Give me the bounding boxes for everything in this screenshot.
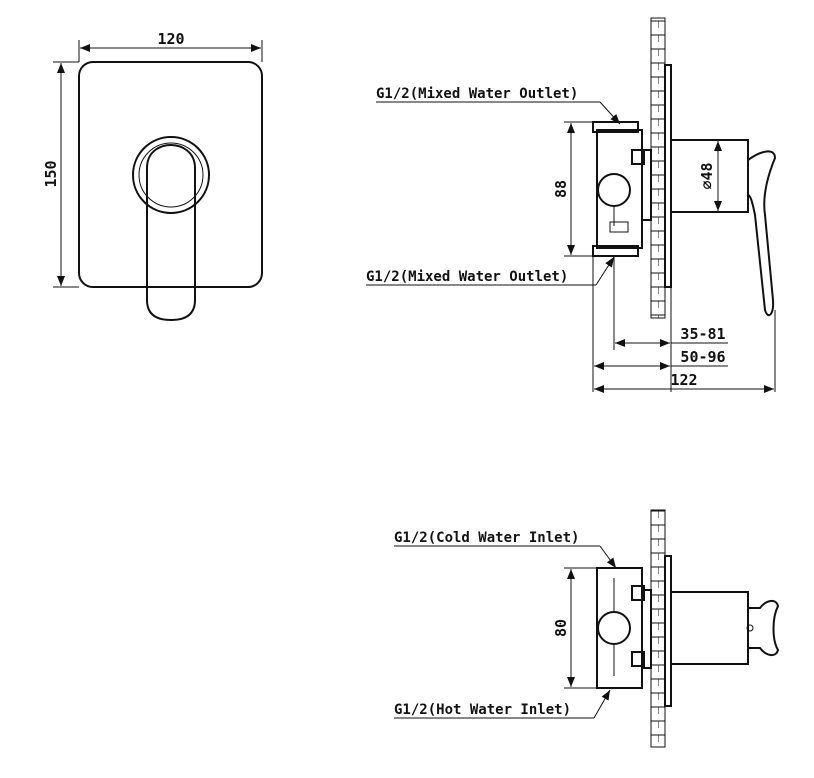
lever-handle (146, 143, 196, 322)
height-label: 150 (42, 160, 60, 187)
side-view-inlet: 80 G1/2(Cold Water Inlet) G1/2(Hot Water… (394, 509, 780, 748)
front-view: 120 150 (42, 30, 263, 322)
side-view-outlet: 88 ⌀48 G1/2(Mixed Water Outlet) G1/2(Mix… (366, 17, 777, 393)
hot-inlet-label: G1/2(Hot Water Inlet) (394, 702, 571, 718)
lever-collar-outer (132, 136, 210, 214)
body-height-label-lower: 80 (552, 619, 570, 637)
center-port (597, 173, 631, 207)
width-label: 120 (157, 30, 184, 48)
depth-35-81-label: 35-81 (680, 325, 725, 343)
overall-depth-label: 122 (670, 371, 697, 389)
center-port-lower (597, 611, 631, 645)
depth-50-96-label: 50-96 (680, 348, 725, 366)
diameter-label: ⌀48 (698, 162, 716, 189)
wall-hatch (650, 17, 666, 319)
body-height-label: 88 (552, 180, 570, 198)
valve-body (596, 129, 643, 249)
cover-plate (78, 61, 263, 288)
cold-inlet-label: G1/2(Cold Water Inlet) (394, 530, 579, 546)
lever-collar-inner (138, 142, 204, 208)
bottom-outlet-port (592, 245, 639, 257)
top-port-label: G1/2(Mixed Water Outlet) (376, 86, 578, 102)
lever-side (747, 150, 777, 317)
wall-hatch-lower (650, 509, 666, 748)
escutcheon-lower (670, 591, 749, 665)
knob-side (747, 600, 780, 656)
bottom-port-label: G1/2(Mixed Water Outlet) (366, 269, 568, 285)
